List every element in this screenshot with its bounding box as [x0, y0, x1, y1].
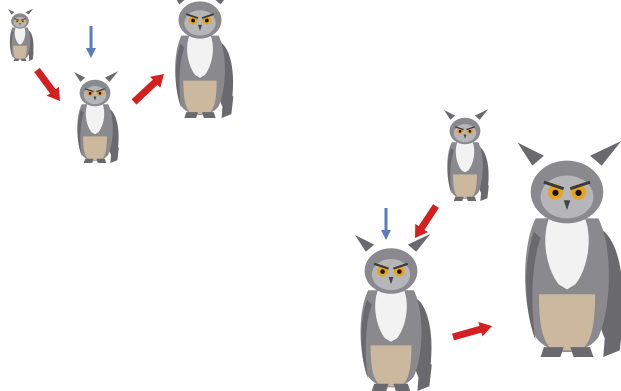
owl-large	[169, 0, 235, 119]
sequence-left-input-arrow	[86, 26, 96, 58]
sequence-right-input-arrow	[381, 208, 391, 240]
sequence-right	[353, 108, 621, 391]
sequence-left-arrow-medium-to-large	[131, 74, 164, 105]
sequence-left-arrow-small-to-medium	[34, 67, 60, 101]
owl-large	[516, 139, 621, 359]
input-arrows	[86, 26, 391, 240]
sequence-right-arrow-small-to-medium	[415, 204, 439, 238]
sequence-right-arrow-medium-to-large	[452, 322, 492, 341]
transform-arrows	[34, 67, 492, 341]
owl-figures	[7, 0, 621, 391]
owl-small	[7, 8, 34, 62]
owl-medium	[353, 232, 433, 391]
owl-medium	[73, 70, 120, 164]
owl-small	[443, 108, 490, 202]
